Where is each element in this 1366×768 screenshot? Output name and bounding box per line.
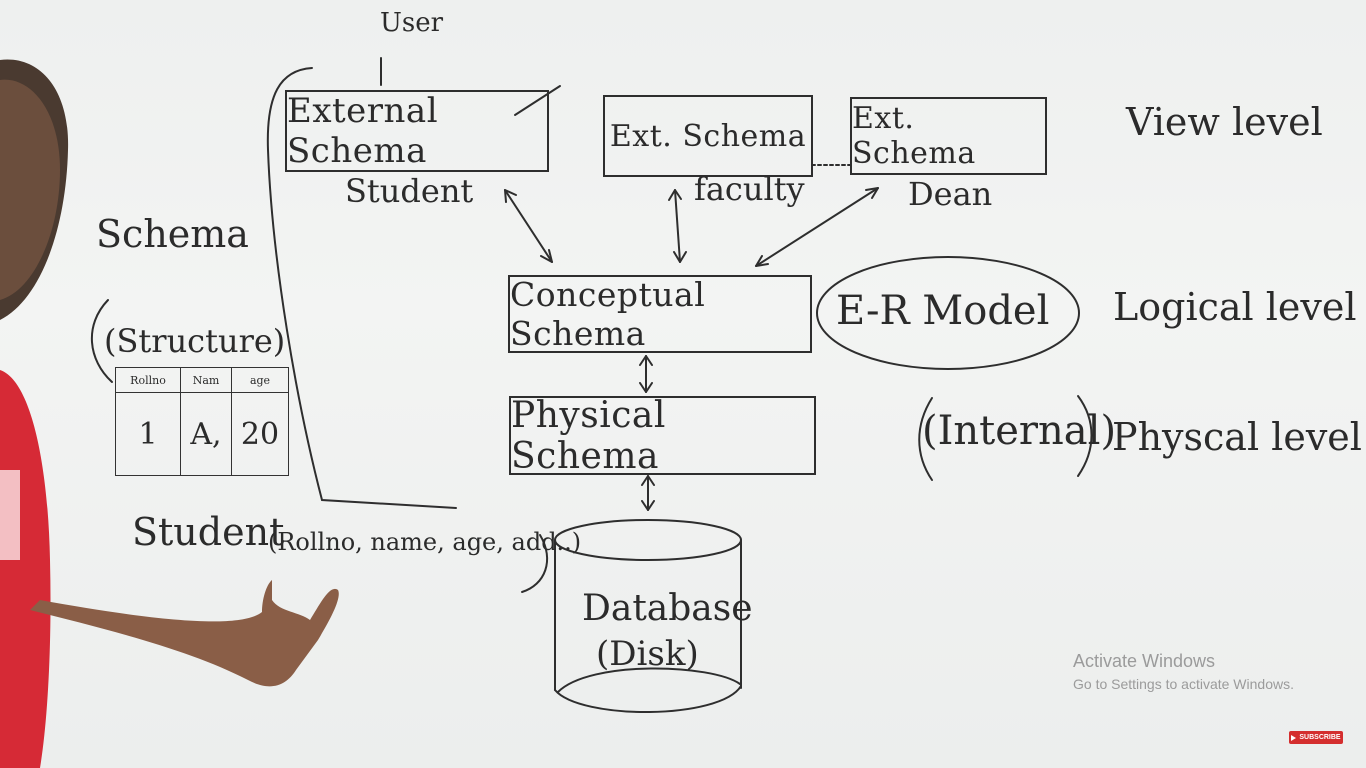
user-bracket xyxy=(266,67,457,509)
er-model-ellipse xyxy=(816,256,1080,370)
arrow-head-2a xyxy=(668,189,682,201)
arrow-head-1a xyxy=(504,189,517,203)
student-user-label: Student xyxy=(345,172,474,210)
conceptual-schema-box: Conceptual Schema xyxy=(508,275,812,353)
ext-schema-box-3: Ext. Schema xyxy=(850,97,1047,175)
watermark-subtitle: Go to Settings to activate Windows. xyxy=(1073,676,1294,692)
table-header: age xyxy=(231,367,289,393)
subscribe-button[interactable]: SUBSCRIBE xyxy=(1289,731,1343,744)
table-cell: 20 xyxy=(231,392,289,476)
er-model-label: E-R Model xyxy=(836,288,1050,334)
student-attributes: (Rollno, name, age, add..) xyxy=(268,528,582,556)
faculty-user-label: faculty xyxy=(694,170,805,208)
conceptual-schema-label: Conceptual Schema xyxy=(510,275,706,353)
disk-label: (Disk) xyxy=(596,634,699,674)
structure-label: (Structure) xyxy=(104,322,286,360)
internal-label: (Internal) xyxy=(922,408,1117,454)
schema-label: Schema xyxy=(96,212,249,256)
table-header: Nam xyxy=(180,367,232,393)
attrs-paren xyxy=(521,534,549,593)
tick-mark xyxy=(514,85,561,116)
external-schema-box: External Schema xyxy=(285,90,549,172)
ext-schema-box-2: Ext. Schema xyxy=(603,95,813,177)
arrow-head-5 xyxy=(641,475,655,511)
internal-paren-right xyxy=(1077,395,1093,477)
play-icon xyxy=(1291,734,1297,741)
database-bottom xyxy=(554,685,742,713)
arrow-head-2b xyxy=(673,251,687,263)
physical-schema-label: Physical Schema xyxy=(511,394,666,477)
ext-schema-label-2: Ext. Schema xyxy=(609,118,807,154)
user-label: User xyxy=(380,8,444,38)
arrow-head-3b xyxy=(755,255,769,267)
arrow-head-3a xyxy=(865,187,879,199)
database-top xyxy=(554,519,742,561)
watermark-title: Activate Windows xyxy=(1073,651,1216,671)
physical-schema-box: Physical Schema xyxy=(509,394,816,477)
arrow-head-4 xyxy=(639,355,653,393)
table-header: Rollno xyxy=(115,367,181,393)
structure-paren-left xyxy=(90,299,113,383)
arrow-faculty-conceptual xyxy=(674,189,681,263)
table-cell: A, xyxy=(180,392,232,476)
internal-paren-left xyxy=(918,397,933,481)
view-level-label: View level xyxy=(1126,100,1323,144)
table-cell: 1 xyxy=(115,392,181,476)
database-bottom-inner xyxy=(557,667,741,693)
arrow-dean-conceptual xyxy=(755,187,879,267)
ext-schema-label-3: Ext. Schema xyxy=(852,101,976,171)
dean-user-label: Dean xyxy=(908,175,993,213)
physical-level-label: Physcal level xyxy=(1112,415,1362,459)
external-schema-label: External Schema xyxy=(287,91,439,171)
activate-windows-watermark: Activate Windows Go to Settings to activ… xyxy=(1073,651,1294,692)
student-definition: Student xyxy=(132,510,285,554)
database-body xyxy=(554,539,742,691)
subscribe-label: SUBSCRIBE xyxy=(1299,734,1341,741)
logical-level-label: Logical level xyxy=(1113,285,1357,329)
arrow-head-1b xyxy=(540,249,553,263)
database-label: Database xyxy=(582,588,753,629)
example-table: Rollno Nam age 1 A, 20 xyxy=(115,367,289,476)
presenter xyxy=(0,59,339,768)
arrow-student-conceptual xyxy=(504,189,553,263)
